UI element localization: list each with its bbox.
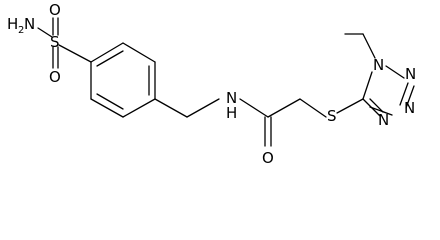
- sulfonyl-o-upper-label: O: [49, 1, 61, 19]
- ring-bond-2: [122, 42, 156, 63]
- thioether-s-label: S: [327, 107, 337, 125]
- ring-bond-4: [122, 98, 156, 118]
- amide-group: N H O: [226, 89, 327, 167]
- tetrazole-bond-n1-n2: [385, 65, 405, 79]
- tetrazole-n3-label: N: [404, 99, 415, 117]
- ring-bond-1: [90, 42, 124, 63]
- tetrazole-bond-n3-n4: [369, 106, 393, 116]
- tetrazole-bond-n4-c: [362, 98, 381, 117]
- ring-double-bond-1: [96, 50, 124, 67]
- bond-ring-ch2: [154, 98, 188, 118]
- sulfonyl-o-lower-label: O: [49, 68, 61, 86]
- nh2-n-label: N: [24, 15, 35, 33]
- tetrazole-n2-label: N: [405, 65, 416, 83]
- sulfonyl-s-label: S: [50, 33, 60, 51]
- bond-ch2-nh: [186, 98, 220, 118]
- tetrazole-group: S N N N N: [327, 33, 416, 129]
- bond-carbonyl-c-ch2: [267, 98, 301, 118]
- sulfonamide-group: H 2 N S O O: [7, 1, 92, 86]
- tetrazole-double-n2-n3: [405, 85, 415, 109]
- bond-nh-carbonyl-c: [239, 98, 269, 118]
- ring-bond-5: [90, 98, 124, 118]
- tetrazole-double-c-n4: [369, 98, 384, 113]
- tetrazole-n1-label: N: [373, 56, 384, 74]
- benzyl-linker: [154, 98, 220, 118]
- bond-s-tetrazole: [336, 98, 364, 114]
- ring-double-bond-3: [96, 93, 124, 110]
- bond-n1-methyl: [362, 33, 376, 59]
- amide-n-label: N: [226, 89, 237, 107]
- tetrazole-n4-label: N: [378, 111, 389, 129]
- molecular-structure: H 2 N S O O N H O S: [7, 1, 416, 167]
- tetrazole-bond-c-n1: [362, 71, 373, 100]
- carbonyl-o-label: O: [262, 149, 274, 167]
- bond-s-ring: [58, 44, 92, 63]
- nh2-subscript-label: 2: [18, 25, 24, 36]
- amide-h-label: H: [226, 104, 237, 122]
- tetrazole-bond-n2-n3: [399, 82, 409, 106]
- nh2-h-label: H: [7, 15, 18, 33]
- bond-ch2-s: [299, 98, 327, 118]
- bond-n-s: [37, 27, 53, 38]
- benzene-ring: [90, 42, 156, 118]
